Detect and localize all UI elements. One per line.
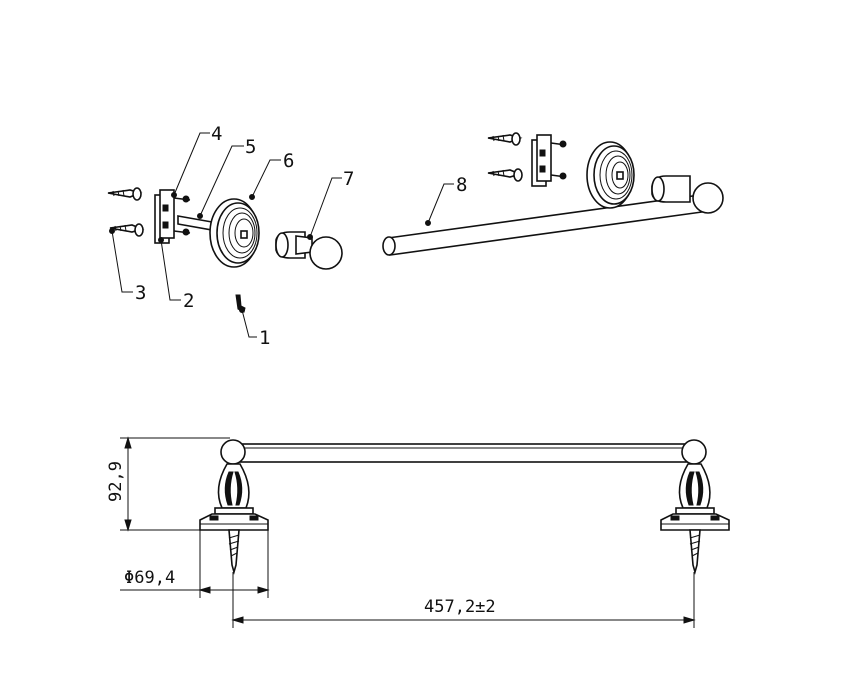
towel-bar-rod: [382, 194, 703, 256]
mounting-bracket: [154, 189, 191, 244]
dimension-length: 457,2±2: [424, 597, 496, 617]
dimension-height: 92,9: [106, 461, 126, 502]
callout-label-1: 1: [259, 327, 270, 349]
callout-label-7: 7: [343, 168, 354, 190]
rosette-assembled: [586, 141, 635, 209]
exploded-view: [107, 187, 343, 313]
callout-label-6: 6: [283, 150, 294, 172]
callout-label-2: 2: [183, 290, 194, 312]
elevation-bar: [229, 443, 693, 463]
callout-leaders: [109, 132, 454, 338]
wall-rosette: [209, 198, 260, 268]
assembled-view: [382, 132, 724, 256]
screw-upper: [107, 187, 143, 201]
screw-upper-assembled: [487, 132, 523, 146]
callout-label-8: 8: [456, 174, 467, 196]
callout-label-3: 3: [135, 282, 146, 304]
post-end-cap: [275, 231, 343, 270]
left-post: [199, 439, 269, 575]
front-elevation: [199, 439, 730, 575]
callout-label-5: 5: [245, 136, 256, 158]
set-screw-rod: [177, 215, 213, 231]
right-post: [660, 439, 730, 575]
callout-labels: 1 2 3 4 5 6 7 8: [135, 123, 467, 349]
post-assembled: [651, 175, 724, 214]
dimension-lines: [120, 436, 696, 628]
screw-lower-assembled: [487, 168, 523, 182]
dimension-base-diameter: Φ69,4: [124, 568, 175, 588]
callout-label-4: 4: [211, 123, 222, 145]
bracket-assembled: [531, 134, 567, 187]
screw-lower: [109, 223, 145, 237]
